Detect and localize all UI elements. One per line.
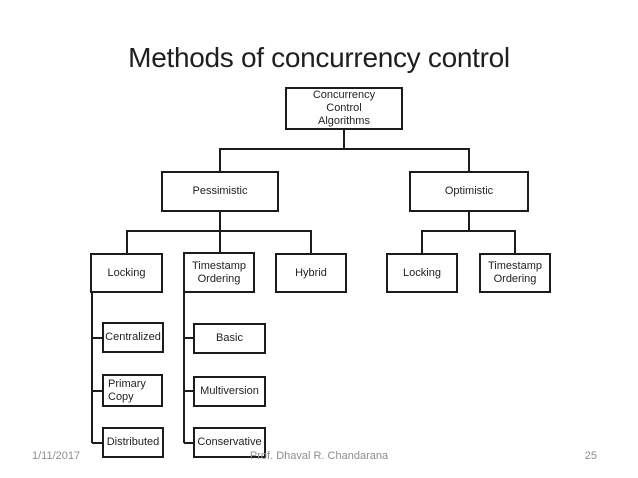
node-optimistic: Optimistic [409, 171, 529, 212]
connector-optimistic-to-children [421, 212, 516, 253]
connector-root-to-level2 [219, 130, 470, 171]
node-locking-pessimistic: Locking [90, 253, 163, 293]
node-pessimistic: Pessimistic [161, 171, 279, 212]
node-primary-copy: Primary Copy [102, 374, 163, 407]
node-label: Locking [403, 266, 441, 279]
node-label: Primary Copy [108, 377, 146, 403]
node-label: Centralized [105, 331, 161, 343]
connector-locking-to-children [91, 293, 102, 444]
node-label: Multiversion [200, 385, 259, 397]
node-label: Timestamp Ordering [192, 259, 246, 285]
node-basic: Basic [193, 323, 266, 354]
node-locking-optimistic: Locking [386, 253, 458, 293]
node-label: Hybrid [295, 266, 327, 279]
footer-slide-number: 25 [584, 450, 597, 462]
node-label: Timestamp Ordering [488, 260, 542, 285]
footer-author: Prof. Dhaval R. Chandarana [249, 450, 389, 462]
node-concurrency-control-algorithms: Concurrency Control Algorithms [285, 87, 403, 130]
node-centralized: Centralized [102, 322, 164, 353]
node-label: Concurrency Control Algorithms [312, 89, 376, 127]
node-timestamp-ordering-pessimistic: Timestamp Ordering [183, 252, 255, 293]
node-label: Locking [107, 266, 146, 279]
connector-pessimistic-to-children [126, 212, 312, 253]
footer-date: 1/11/2017 [32, 450, 81, 462]
node-hybrid: Hybrid [275, 253, 347, 293]
connector-timestamp-ordering-to-children [183, 293, 193, 444]
node-label: Pessimistic [192, 185, 248, 197]
node-timestamp-ordering-optimistic: Timestamp Ordering [479, 253, 551, 293]
slide-title: Methods of concurrency control [128, 42, 510, 73]
node-distributed: Distributed [102, 427, 164, 458]
node-label: Distributed [106, 436, 160, 448]
node-label: Optimistic [444, 185, 494, 197]
node-label: Basic [216, 332, 243, 344]
node-label: Conservative [197, 436, 262, 448]
node-multiversion: Multiversion [193, 376, 266, 407]
node-conservative: Conservative [193, 427, 266, 458]
